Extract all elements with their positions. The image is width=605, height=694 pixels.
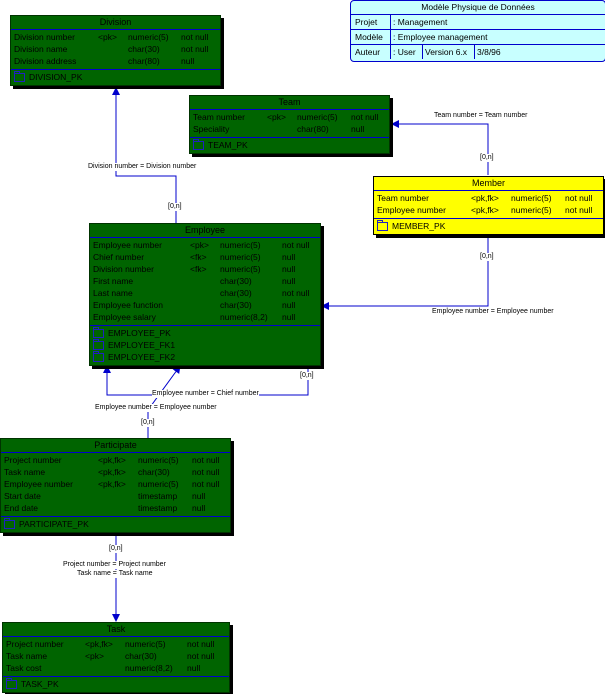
cardinality-task: [0,n] xyxy=(109,545,123,553)
attribute-row: Chief number <fk> numeric(5) null xyxy=(93,252,296,262)
link-participate-employee xyxy=(147,365,181,438)
link-label-task-1: Project number = Project number xyxy=(63,561,166,569)
link-label-division: Division number = Division number xyxy=(88,163,197,171)
folder-icon xyxy=(4,518,15,529)
folder-icon xyxy=(6,678,17,689)
model-info-model-row: Modèle : Employee management xyxy=(351,30,605,45)
key-row: EMPLOYEE_FK2 xyxy=(90,351,320,363)
attribute-row: Last name char(30) not null xyxy=(93,288,310,298)
folder-icon xyxy=(93,339,104,350)
attribute-row: Division name char(30) not null xyxy=(14,44,209,54)
model-info-project-row: Projet : Management xyxy=(351,15,605,30)
link-label-participate-employee: Employee number = Employee number xyxy=(95,404,217,412)
attribute-row: Task name <pk,fk> char(30) not null xyxy=(4,467,220,477)
entity-title: Task xyxy=(3,623,229,637)
key-row: TASK_PK xyxy=(3,678,229,690)
attribute-row: Employee number <pk,fk> numeric(5) not n… xyxy=(4,479,220,489)
link-label-member-employee: Employee number = Employee number xyxy=(432,308,554,316)
link-label-task-2: Task name = Task name xyxy=(77,570,153,578)
link-member-employee xyxy=(321,232,489,310)
attribute-row: Employee number <pk> numeric(5) not null xyxy=(93,240,310,250)
version: Version 6.x xyxy=(425,47,468,57)
project-value: : Management xyxy=(393,17,448,27)
attribute-row: Employee number <pk,fk> numeric(5) not n… xyxy=(377,205,593,215)
link-employee-division xyxy=(112,87,177,224)
folder-icon xyxy=(93,327,104,338)
attribute-row: First name char(30) null xyxy=(93,276,296,286)
cardinality-division: [0,n] xyxy=(168,203,182,211)
cardinality-participate-employee: [0,n] xyxy=(141,419,155,427)
attribute-row: End date timestamp null xyxy=(4,503,206,513)
attribute-row: Team number <pk> numeric(5) not null xyxy=(193,112,379,122)
attribute-row: Task cost numeric(8,2) null xyxy=(6,663,201,673)
key-row: EMPLOYEE_FK1 xyxy=(90,339,320,351)
model-info-author-row: Auteur : User Version 6.x 3/8/96 xyxy=(351,45,605,59)
attribute-row: Task name <pk> char(30) not null xyxy=(6,651,215,661)
attribute-row: Division number <pk> numeric(5) not null xyxy=(14,32,209,42)
date: 3/8/96 xyxy=(477,47,501,57)
entity-title: Member xyxy=(374,177,603,191)
link-label-team: Team number = Team number xyxy=(434,112,528,120)
attribute-row: Project number <pk,fk> numeric(5) not nu… xyxy=(4,455,220,465)
author-label: Auteur xyxy=(355,47,381,57)
attribute-row: Team number <pk,fk> numeric(5) not null xyxy=(377,193,593,203)
entity-team[interactable]: Team Team number <pk> numeric(5) not nul… xyxy=(189,95,390,154)
entity-title: Participate xyxy=(1,439,230,453)
cardinality-member-employee: [0,n] xyxy=(480,253,494,261)
model-label: Modèle xyxy=(355,32,383,42)
entity-member[interactable]: Member Team number <pk,fk> numeric(5) no… xyxy=(373,176,604,235)
entity-participate[interactable]: Participate Project number <pk,fk> numer… xyxy=(0,438,231,533)
entity-division[interactable]: Division Division number <pk> numeric(5)… xyxy=(10,15,221,86)
attribute-row: Division address char(80) null xyxy=(14,56,195,66)
folder-icon xyxy=(14,71,25,82)
key-row: PARTICIPATE_PK xyxy=(1,518,230,530)
entity-title: Employee xyxy=(90,224,320,238)
link-label-chief: Employee number = Chief number xyxy=(152,390,259,398)
model-info-box: Modèle Physique de Données Projet : Mana… xyxy=(350,0,605,62)
attribute-row: Employee function char(30) null xyxy=(93,300,296,310)
folder-icon xyxy=(193,139,204,150)
attribute-row: Division number <fk> numeric(5) null xyxy=(93,264,296,274)
project-label: Projet xyxy=(355,17,378,27)
entity-task[interactable]: Task Project number <pk,fk> numeric(5) n… xyxy=(2,622,230,693)
folder-icon xyxy=(377,220,388,231)
attribute-row: Project number <pk,fk> numeric(5) not nu… xyxy=(6,639,215,649)
key-row: TEAM_PK xyxy=(190,139,389,151)
key-row: DIVISION_PK xyxy=(11,71,220,83)
entity-employee[interactable]: Employee Employee number <pk> numeric(5)… xyxy=(89,223,321,366)
key-row: MEMBER_PK xyxy=(374,220,603,232)
cardinality-team: [0,n] xyxy=(480,154,494,162)
cardinality-chief: [0,n] xyxy=(300,372,314,380)
author-value: : User xyxy=(393,47,416,57)
key-row: EMPLOYEE_PK xyxy=(90,327,320,339)
link-member-team xyxy=(391,120,489,175)
model-value: : Employee management xyxy=(393,32,488,42)
attribute-row: Start date timestamp null xyxy=(4,491,206,501)
entity-title: Division xyxy=(11,16,220,30)
attribute-row: Employee salary numeric(8,2) null xyxy=(93,312,296,322)
entity-title: Team xyxy=(190,96,389,110)
model-info-title: Modèle Physique de Données xyxy=(351,1,605,15)
attribute-row: Speciality char(80) null xyxy=(193,124,365,134)
folder-icon xyxy=(93,351,104,362)
